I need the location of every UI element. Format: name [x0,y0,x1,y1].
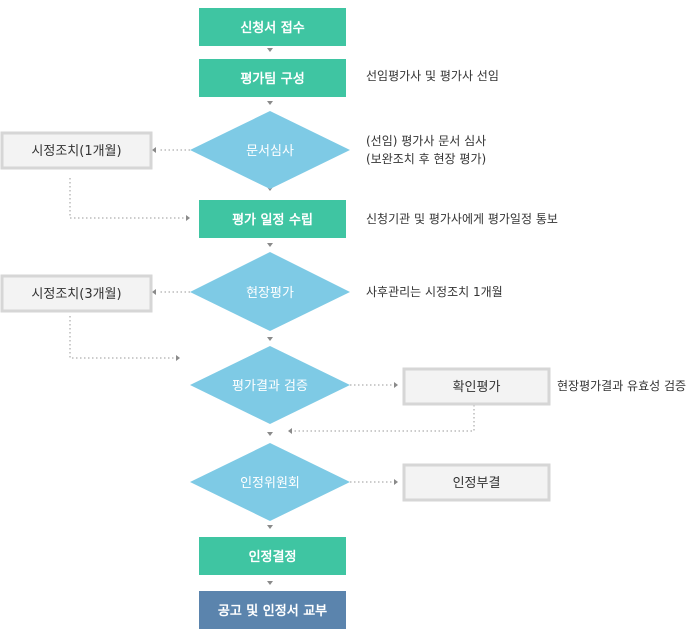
side-reject: 인정부결 [402,463,551,502]
step-result-verify: 평가결과 검증 [190,346,350,424]
step-announce-label: 공고 및 인정서 교부 [218,603,327,619]
side-reject-label: 인정부결 [453,476,501,491]
side-correction-1: 시정조치(1개월) [0,131,153,170]
step-schedule: 평가 일정 수립 [199,200,346,238]
side-confirm-eval-label: 확인평가 [453,380,501,395]
note-team: 선임평가사 및 평가사 선임 [366,69,499,83]
step-doc-review: 문서심사 [190,111,350,189]
step-receive-label: 신청서 접수 [240,20,304,36]
step-announce: 공고 및 인정서 교부 [199,591,346,629]
note-doc-review-2: (보완조치 후 현장 평가) [366,152,486,166]
step-committee-label: 인정위원회 [240,476,300,491]
step-result-verify-label: 평가결과 검증 [232,379,308,394]
step-onsite: 현장평가 [190,252,350,331]
side-correction-3-label: 시정조치(3개월) [31,287,121,302]
side-confirm-eval: 확인평가 [402,367,551,406]
step-schedule-label: 평가 일정 수립 [232,212,313,228]
step-doc-review-label: 문서심사 [246,144,294,159]
step-committee: 인정위원회 [190,443,350,521]
note-doc-review-1: (선임) 평가사 문서 심사 [366,134,486,148]
note-onsite: 사후관리는 시정조치 1개월 [366,285,503,299]
note-schedule: 신청기관 및 평가사에게 평가일정 통보 [366,212,558,226]
step-team-label: 평가팀 구성 [240,71,304,87]
connectors [69,149,475,483]
step-decision: 인정결정 [199,537,346,575]
step-onsite-label: 현장평가 [246,286,294,301]
side-correction-1-label: 시정조치(1개월) [31,144,121,159]
step-receive: 신청서 접수 [199,8,346,46]
note-confirm-eval: 현장평가결과 유효성 검증 [557,379,686,393]
step-team: 평가팀 구성 [199,59,346,97]
step-decision-label: 인정결정 [249,549,297,565]
side-correction-3: 시정조치(3개월) [0,274,153,313]
